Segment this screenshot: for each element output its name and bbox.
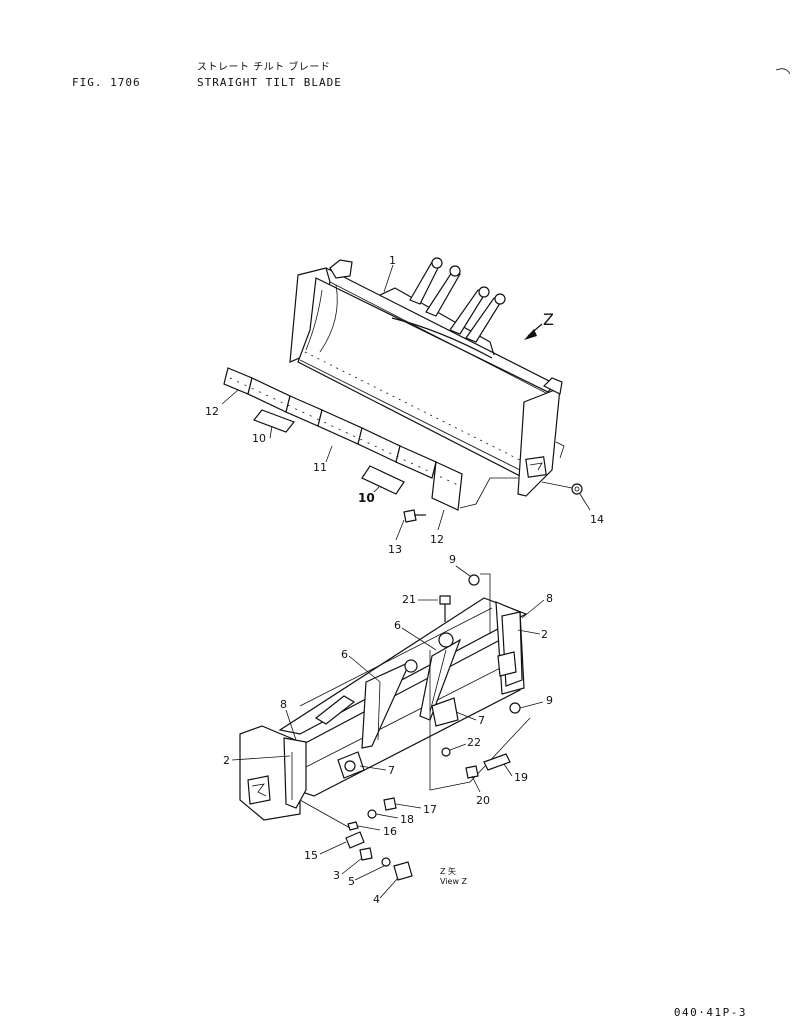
title-english: STRAIGHT TILT BLADE (197, 76, 342, 89)
tilt-cylinder-brackets (409, 257, 506, 343)
callout-22: 22 (467, 736, 481, 749)
callout-3: 3 (333, 869, 340, 882)
blade-moldboard (297, 277, 549, 479)
callout-13: 13 (388, 543, 402, 556)
callout-9-right: 9 (546, 694, 553, 707)
callout-2-left: 2 (223, 754, 230, 767)
title-japanese: ストレート チルト ブレード (197, 62, 331, 73)
callout-12-right: 12 (430, 533, 444, 546)
callout-8-left: 8 (280, 698, 287, 711)
callout-16: 16 (383, 825, 397, 838)
callout-7-right: 7 (478, 714, 485, 727)
view-caption-line2: View Z (440, 877, 468, 886)
callout-9-top: 9 (449, 553, 456, 566)
callout-15: 15 (304, 849, 318, 862)
callout-5: 5 (348, 875, 355, 888)
view-z-caption: Z 矢 View Z (440, 866, 468, 886)
page-code: 040·41P-3 (673, 1006, 747, 1019)
cutting-edge-assembly: 12 10 11 10 13 12 14 (205, 367, 604, 556)
callout-2-right: 2 (541, 628, 548, 641)
hardware-parts (299, 574, 521, 881)
callout-14: 14 (590, 513, 604, 526)
callout-6-left: 6 (341, 648, 348, 661)
bolt-hole-row (299, 351, 525, 471)
callout-21: 21 (402, 593, 416, 606)
view-arrow-label: Z (543, 310, 554, 329)
callout-11: 11 (313, 461, 327, 474)
callout-8-right: 8 (546, 592, 553, 605)
view-caption-line1: Z 矢 (440, 866, 456, 876)
figure-number: FIG. 1706 (72, 76, 141, 89)
blade-assembly: 1 Z (289, 254, 565, 497)
callout-6-right: 6 (394, 619, 401, 632)
callout-19: 19 (514, 771, 528, 784)
view-z-arrow: Z (524, 310, 554, 340)
callout-4: 4 (373, 893, 380, 906)
callout-7-lower: 7 (388, 764, 395, 777)
callout-1: 1 (389, 254, 396, 267)
callout-10-left: 10 (252, 432, 266, 445)
callout-17: 17 (423, 803, 437, 816)
callout-20: 20 (476, 794, 490, 807)
blade-right-end-plate (517, 387, 561, 497)
callout-12-left: 12 (205, 405, 219, 418)
callout-10-right: 10 (358, 491, 375, 505)
frame-assembly (239, 573, 531, 821)
lower-callouts: 9 21 8 6 2 6 9 7 8 22 2 7 19 20 17 18 16… (223, 553, 553, 906)
callout-18: 18 (400, 813, 414, 826)
